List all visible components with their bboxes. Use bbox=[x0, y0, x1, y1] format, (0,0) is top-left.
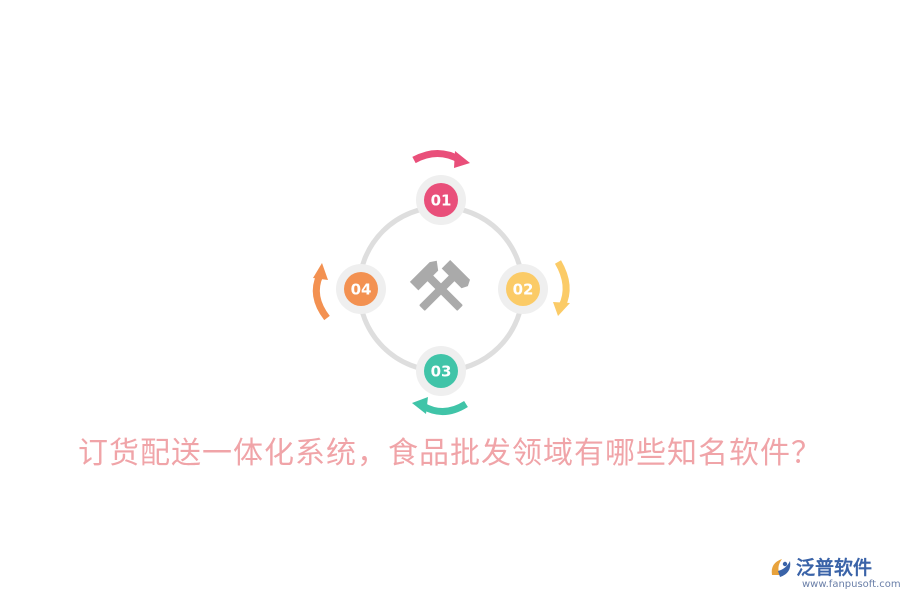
arrow-right-icon bbox=[554, 260, 570, 308]
arrow-top-icon bbox=[412, 150, 462, 164]
step-04-number: 04 bbox=[351, 281, 372, 299]
step-03: 03 bbox=[416, 346, 466, 396]
step-02-circle bbox=[506, 272, 540, 306]
page-title: 订货配送一体化系统，食品批发领域有哪些知名软件？ bbox=[78, 436, 822, 471]
arrow-bottom-head bbox=[412, 397, 428, 414]
step-01-circle bbox=[424, 183, 458, 217]
crossed-hammers-icon bbox=[409, 260, 470, 311]
step-04: 04 bbox=[336, 264, 386, 314]
arrow-left-head bbox=[313, 263, 328, 280]
arrow-bottom-icon bbox=[421, 400, 468, 415]
step-01: 01 bbox=[416, 175, 466, 225]
step-01-number: 01 bbox=[431, 192, 452, 210]
arrow-top-head bbox=[454, 151, 470, 168]
arrow-left-icon bbox=[312, 273, 330, 321]
step-04-circle bbox=[344, 272, 378, 306]
step-03-number: 03 bbox=[431, 363, 452, 381]
brand-logo: 泛普软件 www.fanpusoft.com bbox=[768, 553, 900, 597]
arrow-right-head bbox=[553, 302, 570, 316]
brand-url: www.fanpusoft.com bbox=[802, 579, 900, 590]
step-02: 02 bbox=[498, 264, 548, 314]
step-03-circle bbox=[424, 354, 458, 388]
brand-name: 泛普软件 bbox=[796, 557, 873, 579]
brand-logo-icon bbox=[771, 559, 791, 577]
step-02-number: 02 bbox=[513, 281, 534, 299]
